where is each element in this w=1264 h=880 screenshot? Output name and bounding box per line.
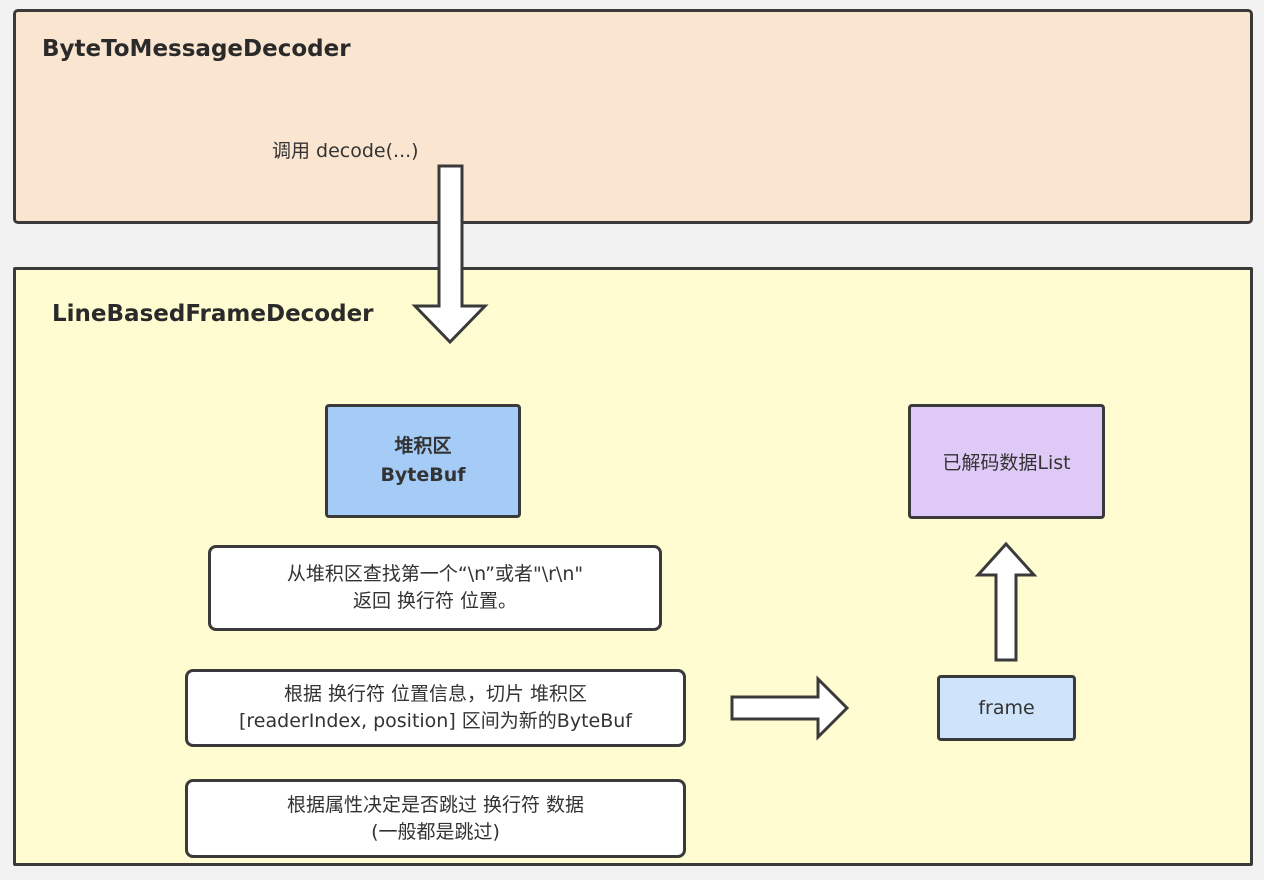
step-2-line1: 根据 换行符 位置信息，切片 堆积区 [283, 683, 588, 705]
heap-bytebuf-box: 堆积区 ByteBuf [325, 404, 521, 518]
decoded-list-box: 已解码数据List [908, 404, 1105, 519]
frame-box: frame [937, 675, 1076, 741]
step-3-line1: 根据属性决定是否跳过 换行符 数据 [286, 793, 585, 816]
step-2-line2: [readerIndex, position] 区间为新的ByteBuf [239, 710, 632, 732]
decoded-list-label: 已解码数据List [942, 452, 1071, 474]
frame-label: frame [978, 697, 1035, 719]
byte-to-message-decoder-panel: ByteToMessageDecoder [13, 9, 1253, 224]
decode-call-label: 调用 decode(...) [272, 140, 419, 162]
step-3-line2: (一般都是跳过) [371, 820, 500, 843]
inner-panel-title: LineBasedFrameDecoder [52, 301, 374, 327]
heap-box-line2: ByteBuf [380, 464, 466, 486]
step-slice-buffer: 根据 换行符 位置信息，切片 堆积区 [readerIndex, positio… [185, 669, 686, 747]
heap-box-line1: 堆积区 [394, 435, 452, 457]
step-1-line1: 从堆积区查找第一个“\n”或者"\r\n" [286, 563, 584, 585]
step-find-newline: 从堆积区查找第一个“\n”或者"\r\n" 返回 换行符 位置。 [208, 545, 662, 631]
outer-panel-title: ByteToMessageDecoder [42, 36, 351, 62]
step-skip-delimiter: 根据属性决定是否跳过 换行符 数据 (一般都是跳过) [185, 779, 686, 858]
step-1-line2: 返回 换行符 位置。 [352, 590, 518, 612]
